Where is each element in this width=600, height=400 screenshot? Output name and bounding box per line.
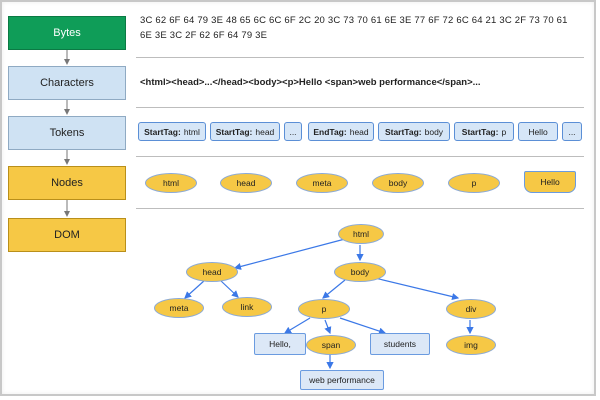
stage-nodes: Nodes: [8, 166, 126, 200]
dom-node-body: body: [334, 262, 386, 282]
stage-tokens: Tokens: [8, 116, 126, 150]
token-ellipsis: ...: [284, 122, 302, 141]
node-p: p: [448, 173, 500, 193]
token-hello: Hello: [518, 122, 558, 141]
token-kind: StartTag:: [215, 126, 253, 137]
token-kind: StartTag:: [384, 126, 422, 137]
dom-node-link: link: [222, 297, 272, 317]
token-name: body: [424, 126, 444, 137]
dom-node-span: span: [306, 335, 356, 355]
stage-dom: DOM: [8, 218, 126, 252]
row-divider: [136, 156, 584, 157]
node-hello: Hello: [524, 171, 576, 193]
dom-node-div: div: [446, 299, 496, 319]
dom-node-img: img: [446, 335, 496, 355]
token-name: p: [501, 126, 507, 137]
row-divider: [136, 208, 584, 209]
dom-node-students: students: [370, 333, 430, 355]
token-name: head: [255, 126, 275, 137]
token-starttag-html: StartTag:html: [138, 122, 206, 141]
dom-node-html: html: [338, 224, 384, 244]
characters-text: <html><head>...</head><body><p>Hello <sp…: [140, 77, 481, 88]
node-html: html: [145, 173, 197, 193]
stage-characters: Characters: [8, 66, 126, 100]
dom-node-hello: Hello,: [254, 333, 306, 355]
token-name: Hello: [528, 126, 548, 137]
bytes-text: 3C 62 6F 64 79 3E 48 65 6C 6C 6F 2C 20 3…: [140, 15, 568, 41]
token-kind: StartTag:: [461, 126, 499, 137]
token-starttag-p: StartTag:p: [454, 122, 514, 141]
dom-node-web-performance: web performance: [300, 370, 384, 390]
token-starttag-head: StartTag:head: [210, 122, 280, 141]
node-meta: meta: [296, 173, 348, 193]
token-name: ...: [568, 126, 576, 137]
node-head: head: [220, 173, 272, 193]
dom-node-p: p: [298, 299, 350, 319]
token-name: ...: [289, 126, 297, 137]
node-body: body: [372, 173, 424, 193]
token-name: html: [183, 126, 200, 137]
token-name: head: [349, 126, 369, 137]
dom-node-meta: meta: [154, 298, 204, 318]
token-ellipsis: ...: [562, 122, 582, 141]
token-starttag-body: StartTag:body: [378, 122, 450, 141]
dom-edges: [184, 238, 474, 370]
row-divider: [136, 57, 584, 58]
dom-node-head: head: [186, 262, 238, 282]
token-endtag-head: EndTag:head: [308, 122, 374, 141]
token-kind: EndTag:: [313, 126, 347, 137]
stage-bytes: Bytes: [8, 16, 126, 50]
row-divider: [136, 107, 584, 108]
token-kind: StartTag:: [144, 126, 181, 137]
